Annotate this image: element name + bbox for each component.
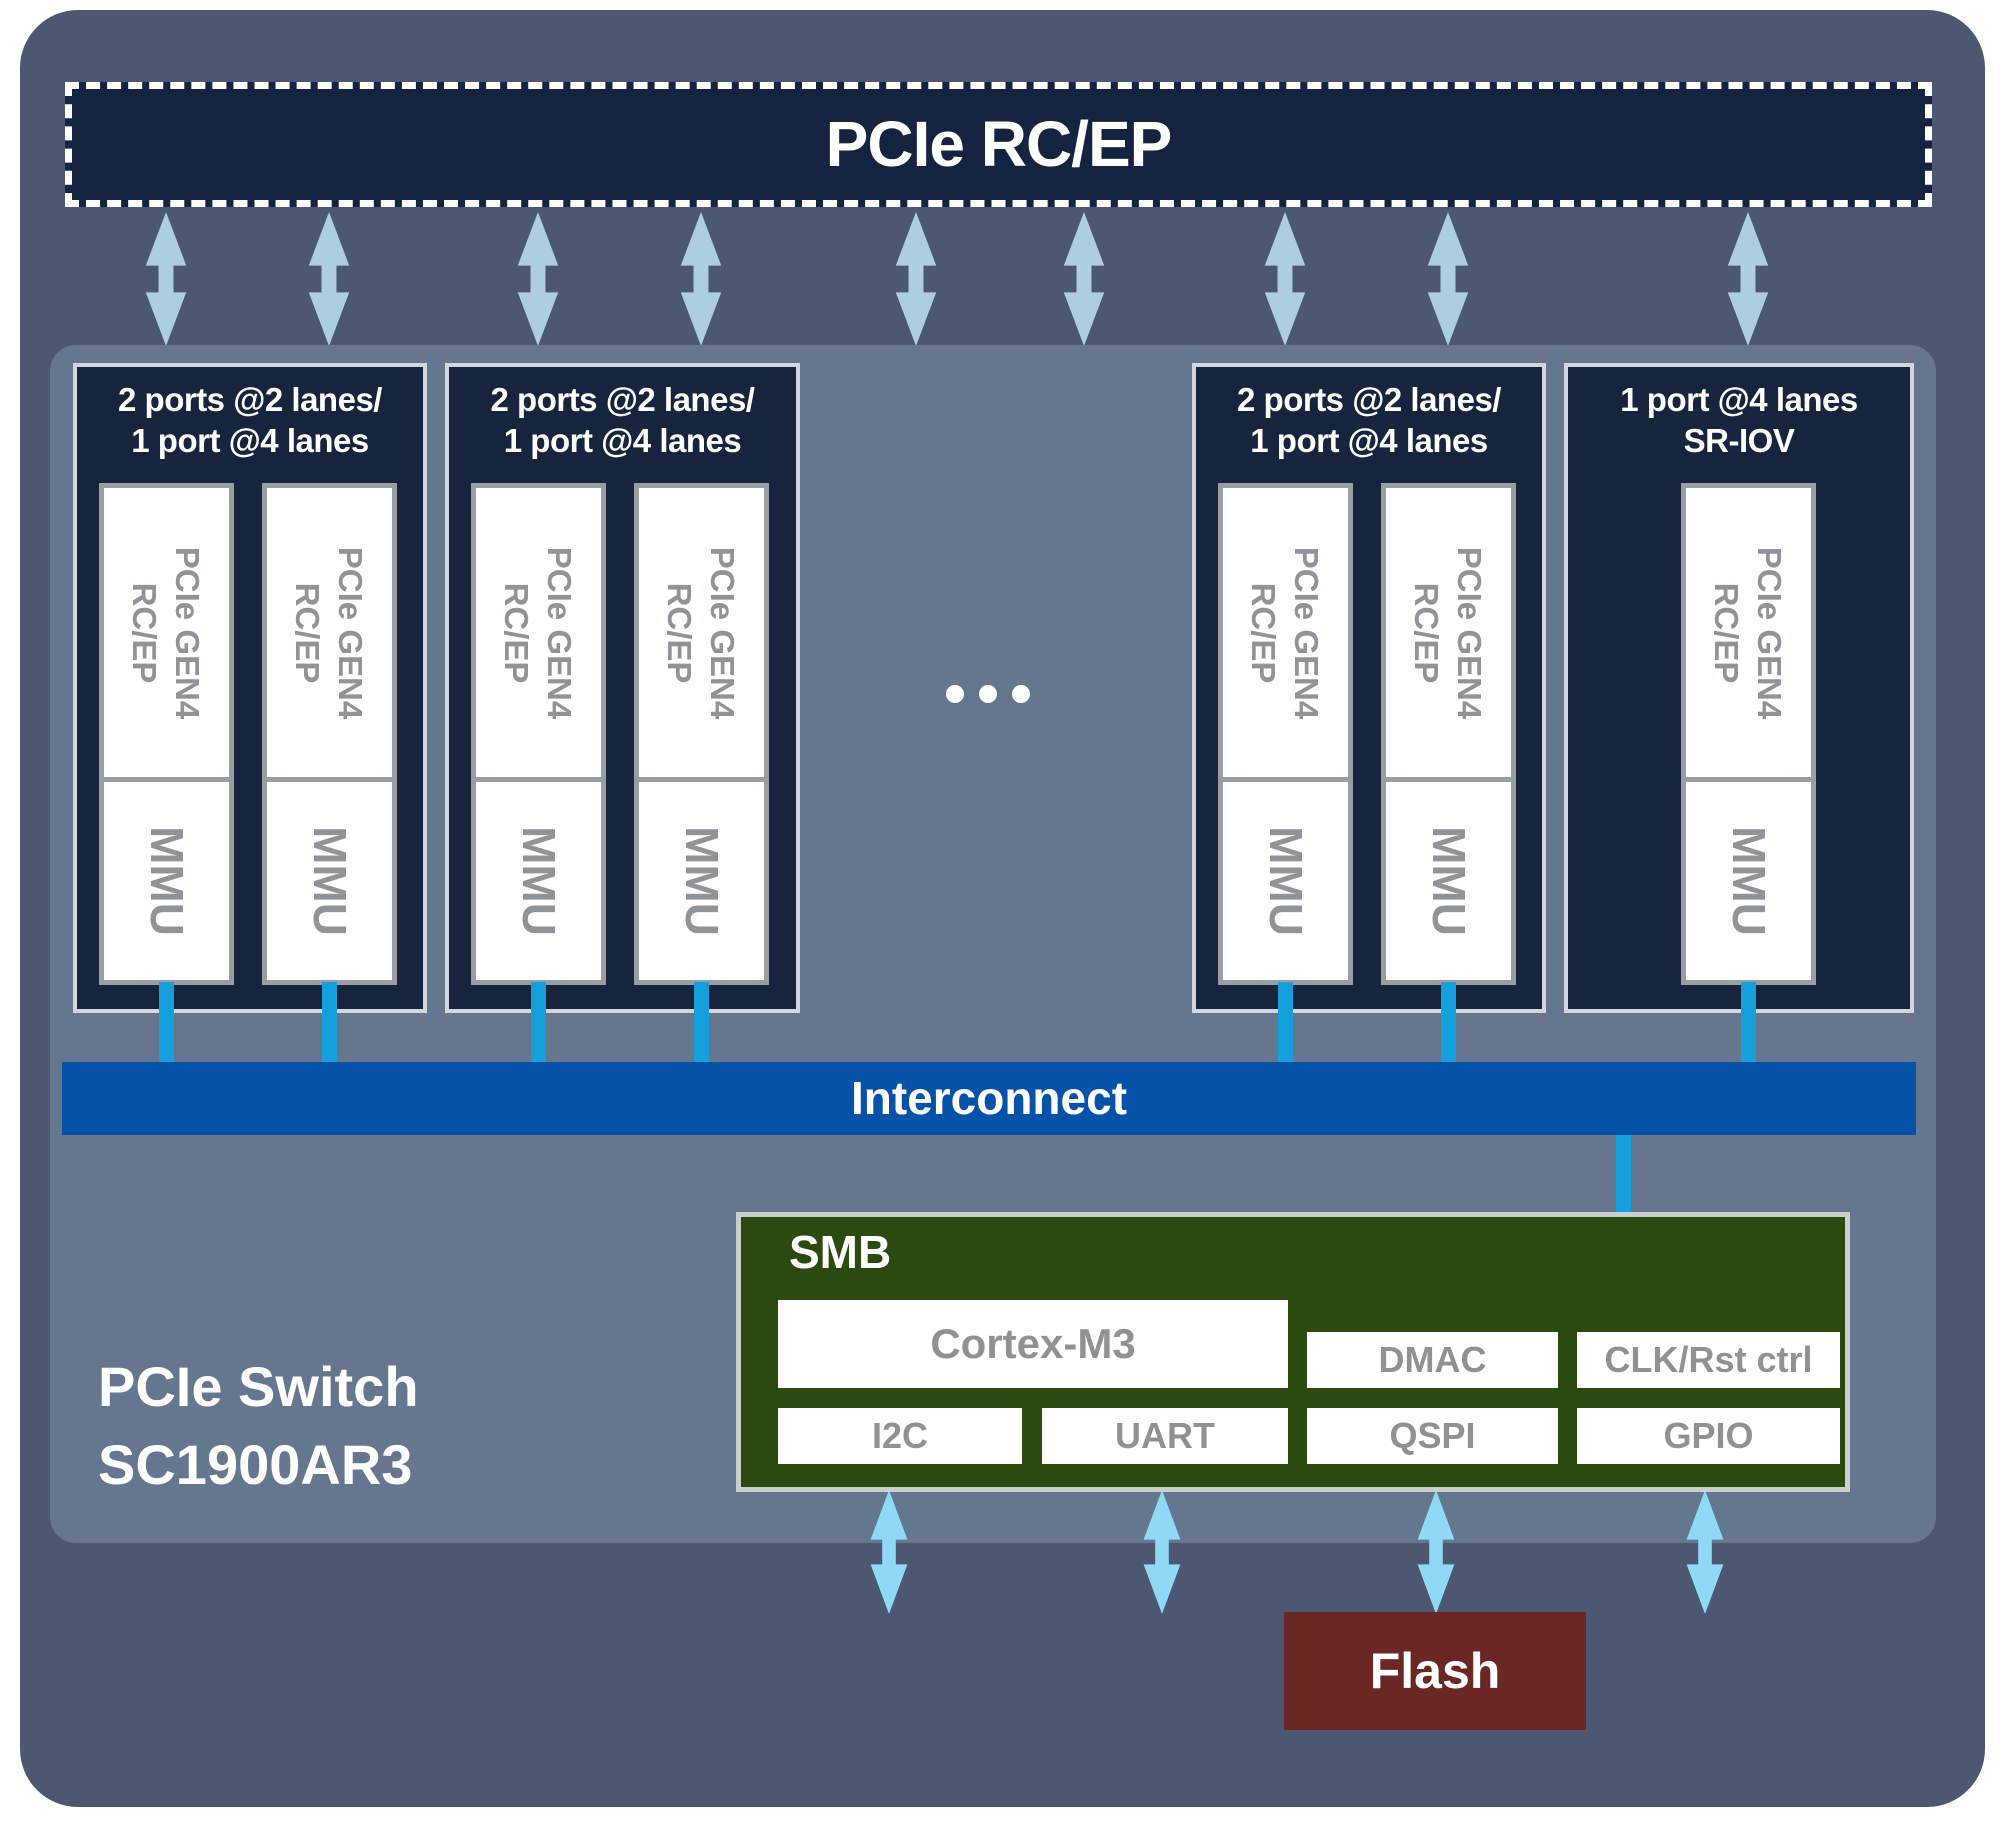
interconnect-label: Interconnect bbox=[850, 1072, 1128, 1124]
mmu-section: MMU bbox=[1686, 782, 1811, 980]
pcie-rc-ep-host-box: PCIe RC/EP bbox=[65, 82, 1932, 207]
card-label-line1: PCIe GEN4 bbox=[1751, 546, 1789, 719]
gpio-box: GPIO bbox=[1577, 1408, 1840, 1464]
port-group-1: 2 ports @2 lanes/ 1 port @4 lanes PCIe G… bbox=[73, 363, 427, 1013]
smb-block: SMB Cortex-M3 DMAC CLK/Rst ctrl I2C UART… bbox=[736, 1212, 1850, 1492]
connector-stub bbox=[322, 982, 337, 1062]
clk-rst-ctrl-box: CLK/Rst ctrl bbox=[1577, 1332, 1840, 1388]
flash-box: Flash bbox=[1284, 1612, 1586, 1730]
mmu-section: MMU bbox=[104, 782, 229, 980]
connector-stub bbox=[1441, 982, 1456, 1062]
pcie-port-card: PCIe GEN4 RC/EP MMU bbox=[1218, 483, 1353, 985]
port-group-title-line2: 1 port @4 lanes bbox=[503, 422, 742, 459]
card-label-line2: RC/EP bbox=[1408, 582, 1446, 683]
mmu-label: MMU bbox=[1422, 826, 1475, 936]
qspi-box: QSPI bbox=[1307, 1408, 1558, 1464]
pcie-gen4-rcep-section: PCIe GEN4 RC/EP bbox=[104, 488, 229, 782]
dot-icon bbox=[946, 685, 964, 703]
port-group-title-line1: 1 port @4 lanes bbox=[1620, 381, 1858, 418]
pcie-port-card: PCIe GEN4 RC/EP MMU bbox=[471, 483, 606, 985]
connector-stub bbox=[694, 982, 709, 1062]
port-group-title-line2: 1 port @4 lanes bbox=[1250, 422, 1488, 459]
port-group-4: 1 port @4 lanes SR-IOV PCIe GEN4 RC/EP M… bbox=[1564, 363, 1914, 1013]
card-label-line2: RC/EP bbox=[1708, 582, 1746, 683]
smb-title: SMB bbox=[789, 1226, 892, 1278]
port-group-title-line1: 2 ports @2 lanes/ bbox=[490, 381, 755, 418]
connector-stub bbox=[159, 982, 174, 1062]
mmu-label: MMU bbox=[303, 826, 356, 936]
card-label-line1: PCIe GEN4 bbox=[1451, 546, 1489, 719]
pcie-gen4-rcep-section: PCIe GEN4 RC/EP bbox=[1386, 488, 1511, 782]
pcie-gen4-rcep-section: PCIe GEN4 RC/EP bbox=[1223, 488, 1348, 782]
mmu-label: MMU bbox=[1259, 826, 1312, 936]
mmu-section: MMU bbox=[639, 782, 764, 980]
port-group-3: 2 ports @2 lanes/ 1 port @4 lanes PCIe G… bbox=[1192, 363, 1546, 1013]
mmu-section: MMU bbox=[1223, 782, 1348, 980]
pcie-gen4-rcep-section: PCIe GEN4 RC/EP bbox=[267, 488, 392, 782]
port-group-title-line1: 2 ports @2 lanes/ bbox=[118, 381, 382, 418]
mmu-section: MMU bbox=[267, 782, 392, 980]
cortex-m3-box: Cortex-M3 bbox=[778, 1300, 1288, 1388]
pcie-port-card: PCIe GEN4 RC/EP MMU bbox=[99, 483, 234, 985]
chip-name-line1: PCIe Switch bbox=[98, 1355, 419, 1418]
card-label-line1: PCIe GEN4 bbox=[169, 546, 207, 719]
connector-stub bbox=[1278, 982, 1293, 1062]
pcie-rc-ep-label: PCIe RC/EP bbox=[825, 108, 1173, 180]
mmu-label: MMU bbox=[1722, 826, 1775, 936]
i2c-box: I2C bbox=[778, 1408, 1022, 1464]
card-label-line1: PCIe GEN4 bbox=[704, 546, 742, 719]
pcie-port-card: PCIe GEN4 RC/EP MMU bbox=[262, 483, 397, 985]
card-label-line2: RC/EP bbox=[661, 582, 699, 683]
port-group-title-line2: SR-IOV bbox=[1683, 422, 1795, 459]
mmu-section: MMU bbox=[476, 782, 601, 980]
card-label-line2: RC/EP bbox=[126, 582, 164, 683]
flash-label: Flash bbox=[1369, 1643, 1501, 1699]
card-label-line1: PCIe GEN4 bbox=[541, 546, 579, 719]
connector-stub bbox=[531, 982, 546, 1062]
pcie-gen4-rcep-section: PCIe GEN4 RC/EP bbox=[639, 488, 764, 782]
pcie-port-card: PCIe GEN4 RC/EP MMU bbox=[1681, 483, 1816, 985]
mmu-section: MMU bbox=[1386, 782, 1511, 980]
pcie-port-card: PCIe GEN4 RC/EP MMU bbox=[1381, 483, 1516, 985]
port-group-title-line1: 2 ports @2 lanes/ bbox=[1237, 381, 1501, 418]
card-label-line1: PCIe GEN4 bbox=[1288, 546, 1326, 719]
chip-name: PCIe Switch SC1900AR3 bbox=[98, 1348, 419, 1504]
dot-icon bbox=[979, 685, 997, 703]
interconnect-bar: Interconnect bbox=[62, 1062, 1916, 1135]
pcie-gen4-rcep-section: PCIe GEN4 RC/EP bbox=[1686, 488, 1811, 782]
card-label-line1: PCIe GEN4 bbox=[332, 546, 370, 719]
dot-icon bbox=[1012, 685, 1030, 703]
connector-stub bbox=[1616, 1135, 1631, 1215]
port-group-title-line2: 1 port @4 lanes bbox=[131, 422, 369, 459]
chip-name-line2: SC1900AR3 bbox=[98, 1433, 413, 1496]
pcie-port-card: PCIe GEN4 RC/EP MMU bbox=[634, 483, 769, 985]
connector-stub bbox=[1741, 982, 1756, 1062]
card-label-line2: RC/EP bbox=[1245, 582, 1283, 683]
mmu-label: MMU bbox=[675, 826, 728, 936]
card-label-line2: RC/EP bbox=[289, 582, 327, 683]
mmu-label: MMU bbox=[140, 826, 193, 936]
uart-box: UART bbox=[1042, 1408, 1288, 1464]
ellipsis-dots bbox=[946, 685, 1030, 703]
card-label-line2: RC/EP bbox=[498, 582, 536, 683]
port-group-2: 2 ports @2 lanes/ 1 port @4 lanes PCIe G… bbox=[445, 363, 800, 1013]
pcie-gen4-rcep-section: PCIe GEN4 RC/EP bbox=[476, 488, 601, 782]
dmac-box: DMAC bbox=[1307, 1332, 1558, 1388]
mmu-label: MMU bbox=[512, 826, 565, 936]
